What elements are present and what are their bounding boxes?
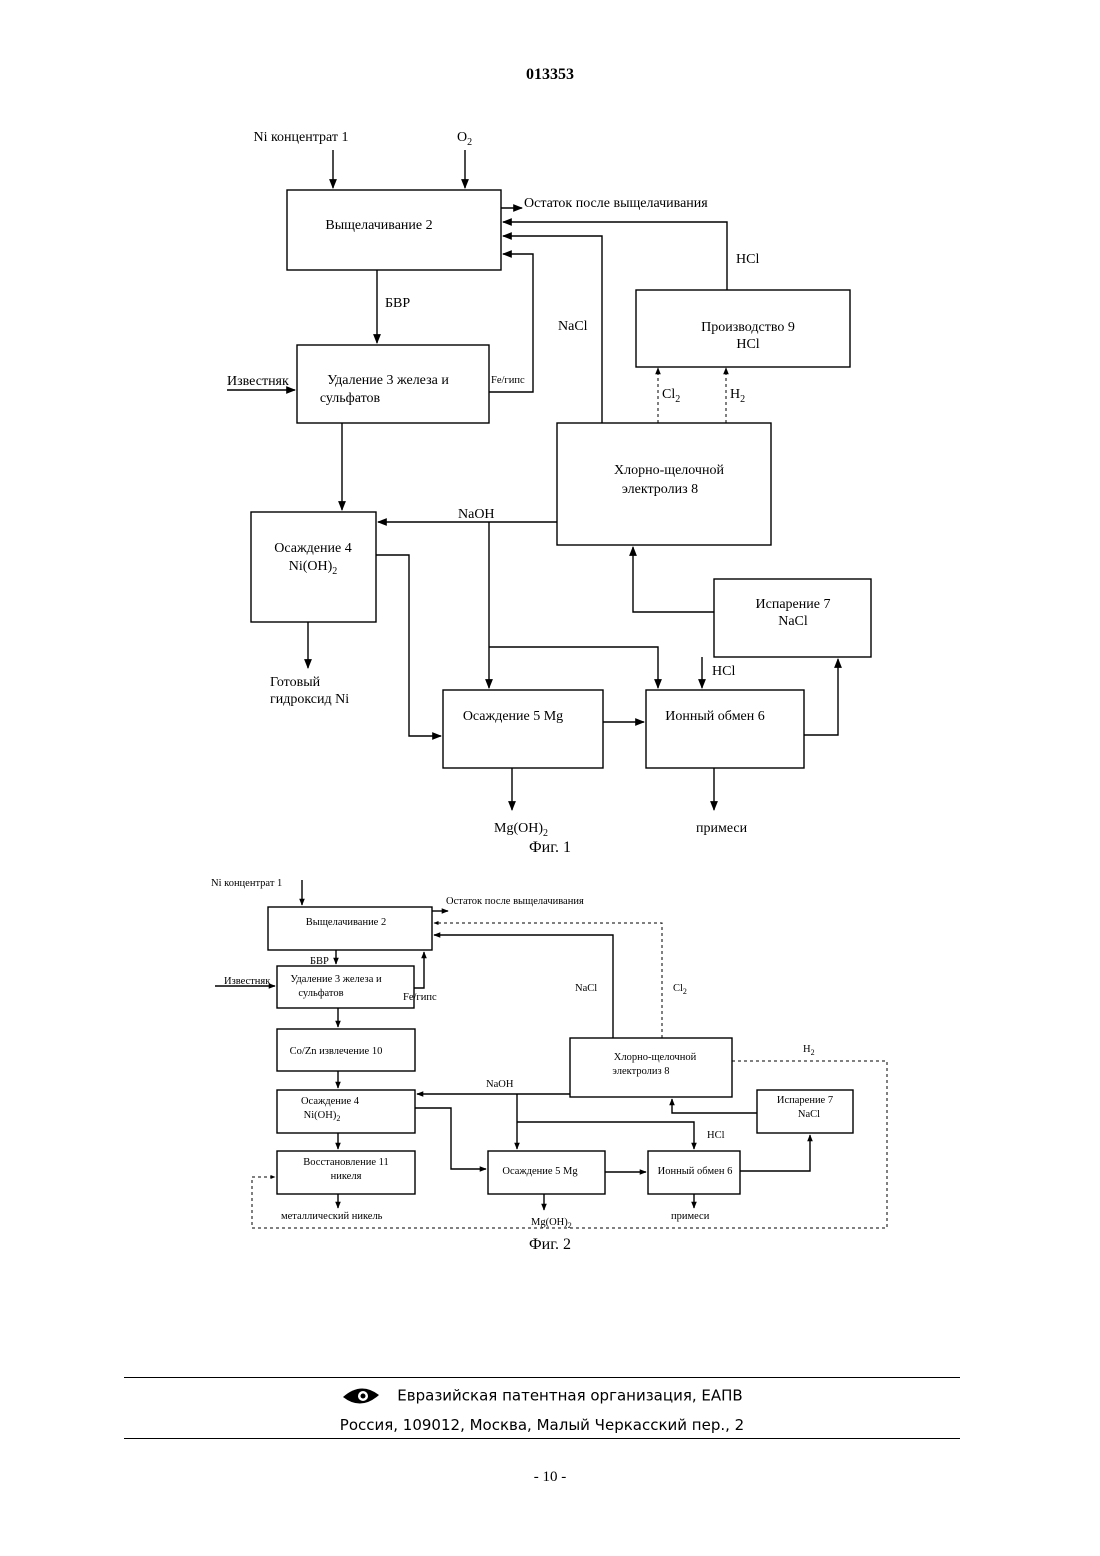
leaching-label: Выщелачивание 2 bbox=[325, 218, 432, 233]
fig2-metallic-nickel-label: металлический никель bbox=[281, 1211, 383, 1222]
fig2-cl2-recycle-arrow bbox=[434, 923, 662, 1038]
hcl-input-label: HCl bbox=[712, 664, 735, 679]
fig2-iron-removal-box bbox=[277, 966, 414, 1008]
ni-product-label-2: гидроксид Ni bbox=[270, 692, 349, 707]
fig2-evaporation-label-2: NaCl bbox=[798, 1109, 820, 1120]
hcl-production-label-2: HCl bbox=[736, 337, 759, 352]
ni-to-mg-arrow bbox=[376, 555, 441, 736]
footer-top-rule bbox=[124, 1377, 960, 1378]
evaporation-label-1: Испарение 7 bbox=[756, 597, 831, 612]
ion-exchange-box bbox=[646, 690, 804, 768]
hcl-production-label-1: Производство 9 bbox=[701, 320, 795, 335]
fig2-ni-concentrate-label: Ni концентрат 1 bbox=[211, 878, 282, 889]
evaporation-to-chlor-alkali-arrow bbox=[633, 547, 714, 612]
page-number: - 10 - bbox=[0, 1469, 1100, 1486]
mg-precipitation-label: Осаждение 5 Mg bbox=[463, 709, 563, 724]
fig2-ion-exchange-label: Ионный обмен 6 bbox=[658, 1166, 733, 1177]
fig2-fe-gypsum-label: Fe/гипс bbox=[403, 992, 437, 1003]
fig2-chlor-alkali-label-1: Хлорно-щелочной bbox=[614, 1052, 697, 1063]
naoh-to-ion-exchange-arrow bbox=[489, 647, 658, 688]
chlor-alkali-label-1: Хлорно-щелочной bbox=[614, 463, 724, 478]
iron-removal-label-2: сульфатов bbox=[320, 391, 381, 406]
fe-gypsum-label: Fe/гипс bbox=[491, 375, 525, 386]
fig2-leaching-box bbox=[268, 907, 432, 950]
oxygen-label: O2 bbox=[457, 130, 472, 148]
fig2-naoh-to-ion-exchange-arrow bbox=[517, 1122, 694, 1149]
evaporation-label-2: NaCl bbox=[778, 614, 808, 629]
iron-removal-label-1: Удаление 3 железа и bbox=[327, 373, 449, 388]
chlor-alkali-label-2: электролиз 8 bbox=[622, 482, 698, 497]
fig2-h2-label: H2 bbox=[803, 1044, 815, 1057]
ion-exchange-to-evaporation-arrow bbox=[804, 659, 838, 735]
fig2-iron-removal-label-2: сульфатов bbox=[298, 988, 343, 999]
figure-2-caption: Фиг. 2 bbox=[529, 1236, 571, 1253]
footer-address: Россия, 109012, Москва, Малый Черкасский… bbox=[124, 1416, 960, 1434]
fig2-chlor-alkali-label-2: электролиз 8 bbox=[612, 1066, 669, 1077]
cl2-flow-label: Cl2 bbox=[662, 387, 680, 405]
fig2-co-zn-label: Co/Zn извлечение 10 bbox=[290, 1046, 383, 1057]
footer-organization-row: Евразийская патентная организация, ЕАПВ bbox=[124, 1385, 960, 1407]
fig2-cl2-recycle-label: Cl2 bbox=[673, 983, 687, 996]
fig2-reduction-label-1: Восстановление 11 bbox=[303, 1157, 388, 1168]
fig2-mg-precipitation-label: Осаждение 5 Mg bbox=[502, 1166, 578, 1177]
ni-precipitation-label-2: Ni(OH)2 bbox=[289, 559, 338, 577]
fig2-evaporation-label-1: Испарение 7 bbox=[777, 1095, 833, 1106]
fig2-ni-precipitation-label-2: Ni(OH)2 bbox=[304, 1110, 341, 1123]
h2-flow-label: H2 bbox=[730, 387, 745, 405]
fig2-leach-residue-label: Остаток после выщелачивания bbox=[446, 896, 584, 907]
mgoh-output-label: Mg(OH)2 bbox=[494, 821, 548, 839]
fig2-reduction-label-2: никеля bbox=[331, 1171, 362, 1182]
fe-gypsum-recycle-arrow bbox=[489, 254, 533, 392]
footer-organization: Евразийская патентная организация, ЕАПВ bbox=[397, 1387, 742, 1405]
limestone-label: Известняк bbox=[227, 374, 289, 389]
ni-precipitation-label-1: Осаждение 4 bbox=[274, 541, 351, 556]
ion-exchange-label: Ионный обмен 6 bbox=[665, 709, 765, 724]
pls-label: БВР bbox=[385, 296, 410, 311]
fig2-ni-precipitation-label-1: Осаждение 4 bbox=[301, 1096, 360, 1107]
leach-residue-label: Остаток после выщелачивания bbox=[524, 196, 708, 211]
eapo-eye-logo-icon bbox=[341, 1385, 381, 1407]
naoh-label: NaOH bbox=[458, 507, 495, 522]
figure-1: Выщелачивание 2 Удаление 3 железа и суль… bbox=[227, 130, 871, 856]
fig2-nacl-recycle-label: NaCl bbox=[575, 983, 597, 994]
fig2-ion-exchange-to-evaporation-arrow bbox=[740, 1135, 810, 1171]
ni-product-label-1: Готовый bbox=[270, 675, 321, 690]
fig2-fe-gypsum-arrow bbox=[414, 952, 424, 988]
fig2-impurities-output-label: примеси bbox=[671, 1211, 710, 1222]
nacl-recycle-label: NaCl bbox=[558, 319, 588, 334]
fig2-naoh-label: NaOH bbox=[486, 1079, 514, 1090]
fig2-evaporation-to-chlor-alkali-arrow bbox=[672, 1099, 757, 1113]
mg-precipitation-box bbox=[443, 690, 603, 768]
fig2-leaching-label: Выщелачивание 2 bbox=[306, 917, 386, 928]
fig2-ni-to-mg-arrow bbox=[415, 1108, 486, 1169]
fig2-pls-label: БВР bbox=[310, 956, 329, 967]
hcl-recycle-label: HCl bbox=[736, 252, 759, 267]
fig2-iron-removal-label-1: Удаление 3 железа и bbox=[290, 974, 382, 985]
figure-1-caption: Фиг. 1 bbox=[529, 839, 571, 856]
fig2-hcl-input-label: HCl bbox=[707, 1130, 725, 1141]
footer-bottom-rule bbox=[124, 1438, 960, 1439]
figure-2: Выщелачивание 2 Удаление 3 железа и суль… bbox=[211, 878, 887, 1253]
ni-concentrate-label: Ni концентрат 1 bbox=[253, 130, 348, 145]
impurities-output-label: примеси bbox=[696, 821, 748, 836]
hcl-recycle-arrow bbox=[503, 222, 727, 290]
